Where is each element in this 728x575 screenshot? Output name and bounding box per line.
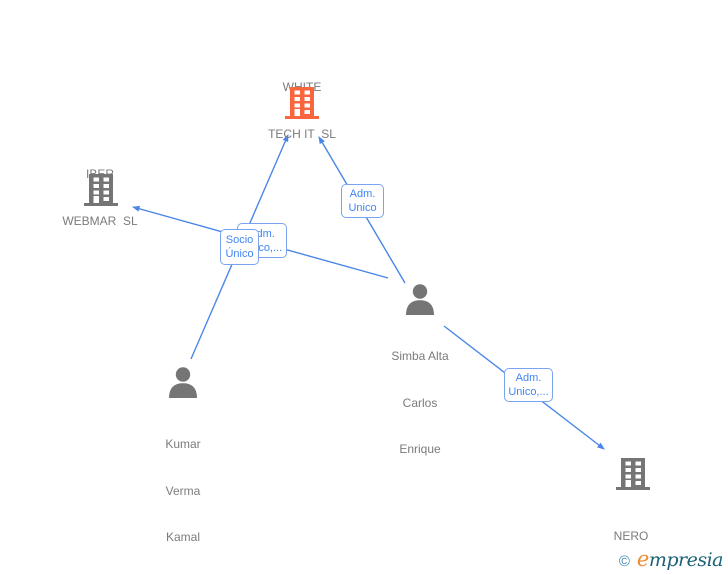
building-icon[interactable]: [616, 458, 650, 490]
building-icon[interactable]: [285, 87, 319, 119]
brand-initial: e: [636, 547, 649, 571]
edge-label-simba-white[interactable]: Adm. Unico: [341, 184, 384, 218]
building-icon[interactable]: [84, 174, 118, 206]
copyright-icon: ©: [618, 553, 630, 570]
node-label-nero-marketing-sl[interactable]: NERO MARKETING SL: [613, 529, 649, 543]
person-icon[interactable]: [404, 284, 436, 315]
node-label-kumar-verma-kamal[interactable]: Kumar Verma Kamal: [165, 437, 201, 544]
brand-rest: mpresia: [648, 549, 724, 571]
brand-wordmark: empresia: [636, 547, 724, 571]
person-icon[interactable]: [167, 367, 199, 398]
node-label-simba-alta-carlos-enrique[interactable]: Simba Alta Carlos Enrique: [391, 349, 449, 456]
edge-label-simba-nero[interactable]: Adm. Unico,...: [504, 368, 553, 402]
edge-label-kumar-white[interactable]: Socio Único: [220, 229, 259, 265]
empresia-logo[interactable]: © empresia: [618, 547, 724, 571]
